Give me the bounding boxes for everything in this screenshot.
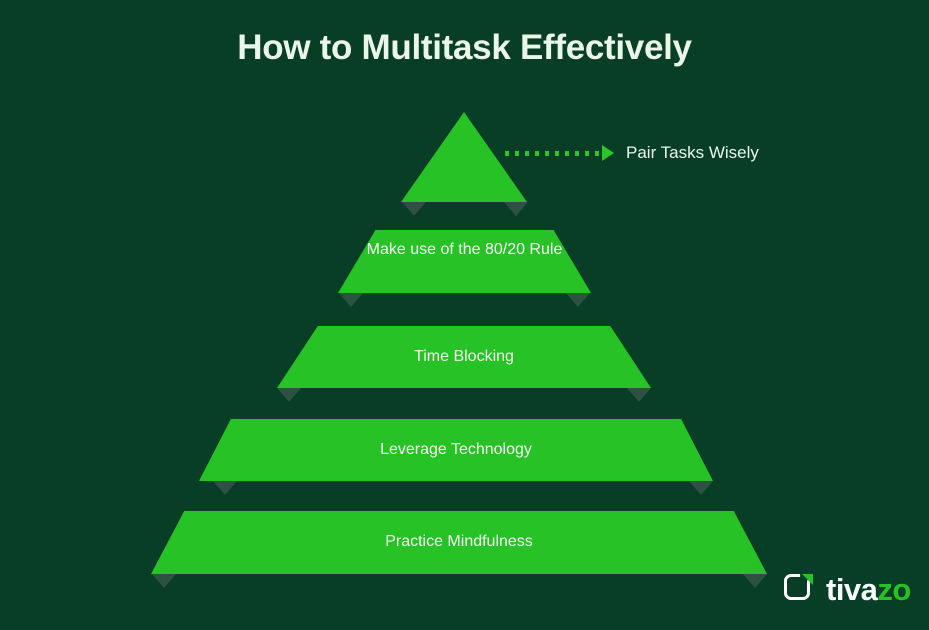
logo-text-tiva: tiva bbox=[826, 572, 878, 607]
shadow-wedge-level-5-right bbox=[743, 574, 767, 588]
logo-text-zo: zo bbox=[877, 572, 911, 607]
shadow-wedge-level-4-right bbox=[689, 481, 713, 495]
shadow-wedge-level-3-left bbox=[277, 388, 301, 402]
tivazo-logo-text: tivazo bbox=[826, 572, 911, 608]
pyramid-level-2-label: Make use of the 80/20 Rule bbox=[366, 241, 563, 258]
pyramid-level-2[interactable]: Make use of the 80/20 Rule bbox=[338, 230, 591, 293]
pyramid-level-5[interactable]: Practice Mindfulness bbox=[151, 511, 767, 574]
shadow-wedge-level-2-left bbox=[339, 293, 363, 307]
shadow-wedge-level-2-right bbox=[566, 293, 590, 307]
shadow-wedge-level-1-right bbox=[504, 202, 528, 216]
dotted-connector-line bbox=[505, 151, 603, 156]
page-title: How to Multitask Effectively bbox=[237, 28, 692, 67]
tivazo-logo-icon bbox=[784, 574, 816, 606]
arrow-right-icon bbox=[602, 145, 614, 161]
pyramid-level-5-label: Practice Mindfulness bbox=[385, 533, 533, 550]
corner-accent-icon bbox=[802, 574, 813, 585]
shadow-wedge-level-4-left bbox=[213, 481, 237, 495]
shadow-wedge-level-1-left bbox=[402, 202, 426, 216]
shadow-wedge-level-3-right bbox=[627, 388, 651, 402]
shadow-wedge-level-5-left bbox=[152, 574, 176, 588]
rounded-square-bracket-icon bbox=[784, 574, 810, 600]
pyramid-level-4-label: Leverage Technology bbox=[380, 441, 532, 458]
pyramid-level-3[interactable]: Time Blocking bbox=[277, 326, 651, 388]
tivazo-logo[interactable]: tivazo bbox=[784, 572, 911, 608]
pyramid-level-1[interactable] bbox=[401, 112, 527, 202]
pyramid-level-3-label: Time Blocking bbox=[414, 348, 514, 365]
callout-label-pair-tasks-wisely: Pair Tasks Wisely bbox=[626, 143, 759, 162]
pyramid-level-4[interactable]: Leverage Technology bbox=[199, 419, 713, 481]
